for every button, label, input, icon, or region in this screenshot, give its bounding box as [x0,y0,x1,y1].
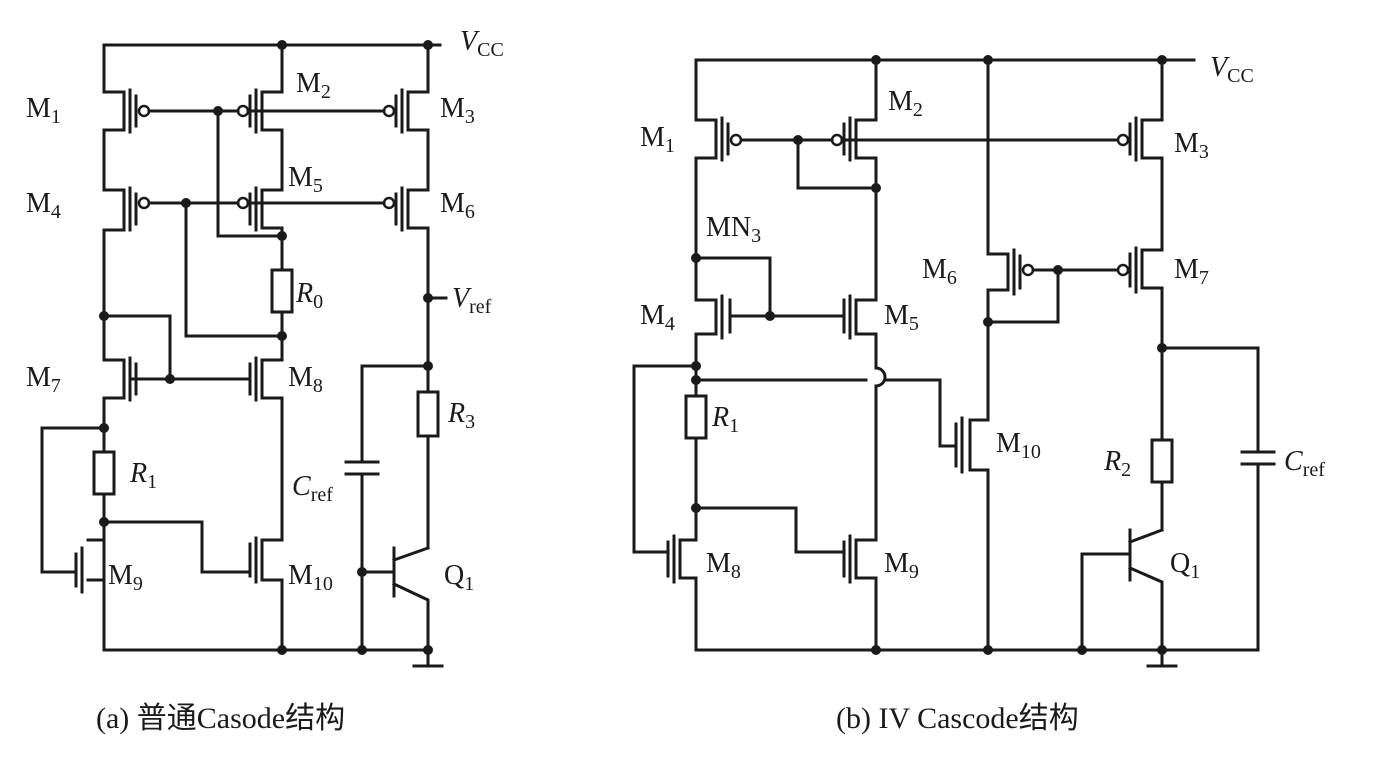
b-m5-label: M5 [884,300,919,335]
a-m5-label: M5 [288,162,323,197]
circuit-b: VCC M1 M2 M3 MN3 M6 M7 M4 M5 R1 M10 R2 C… [632,52,1325,735]
a-vref-label: Vref [452,283,492,318]
b-m10-label: M10 [996,428,1041,463]
a-r0-label: R0 [295,278,323,313]
a-m9-label: M9 [108,560,143,595]
a-m8-label: M8 [288,362,323,397]
a-m7-label: M7 [26,362,61,397]
b-vcc-label: VCC [1210,52,1254,87]
b-r2-label: R2 [1103,446,1131,481]
b-m4-label: M4 [640,300,675,335]
b-caption: (b) IV Cascode结构 [836,702,1079,735]
b-r1-label: R1 [711,402,739,437]
a-m3-label: M3 [440,93,475,128]
circuit-a: VCC Vref M1 M2 M3 M4 M5 M6 R0 M7 M8 R3 R… [26,26,504,735]
b-mn3-label: MN3 [706,212,761,247]
b-m1-label: M1 [640,122,675,157]
a-q1-label: Q1 [444,560,474,595]
a-m2-label: M2 [296,68,331,103]
b-m8-label: M8 [706,548,741,583]
b-m7-label: M7 [1174,254,1209,289]
a-m4-label: M4 [26,188,61,223]
a-r3-label: R3 [447,398,475,433]
a-m6-label: M6 [440,188,475,223]
b-m9-label: M9 [884,548,919,583]
a-m10-label: M10 [288,560,333,595]
b-cref-label: Cref [1284,446,1325,481]
a-m1-label: M1 [26,93,61,128]
b-m2-label: M2 [888,86,923,121]
b-q1-label: Q1 [1170,548,1200,583]
b-m6-label: M6 [922,254,957,289]
a-cref-label: Cref [292,471,333,506]
b-m3-label: M3 [1174,128,1209,163]
a-r1-label: R1 [129,458,157,493]
a-vcc-label: VCC [460,26,504,61]
a-caption: (a) 普通Casode结构 [96,702,345,735]
